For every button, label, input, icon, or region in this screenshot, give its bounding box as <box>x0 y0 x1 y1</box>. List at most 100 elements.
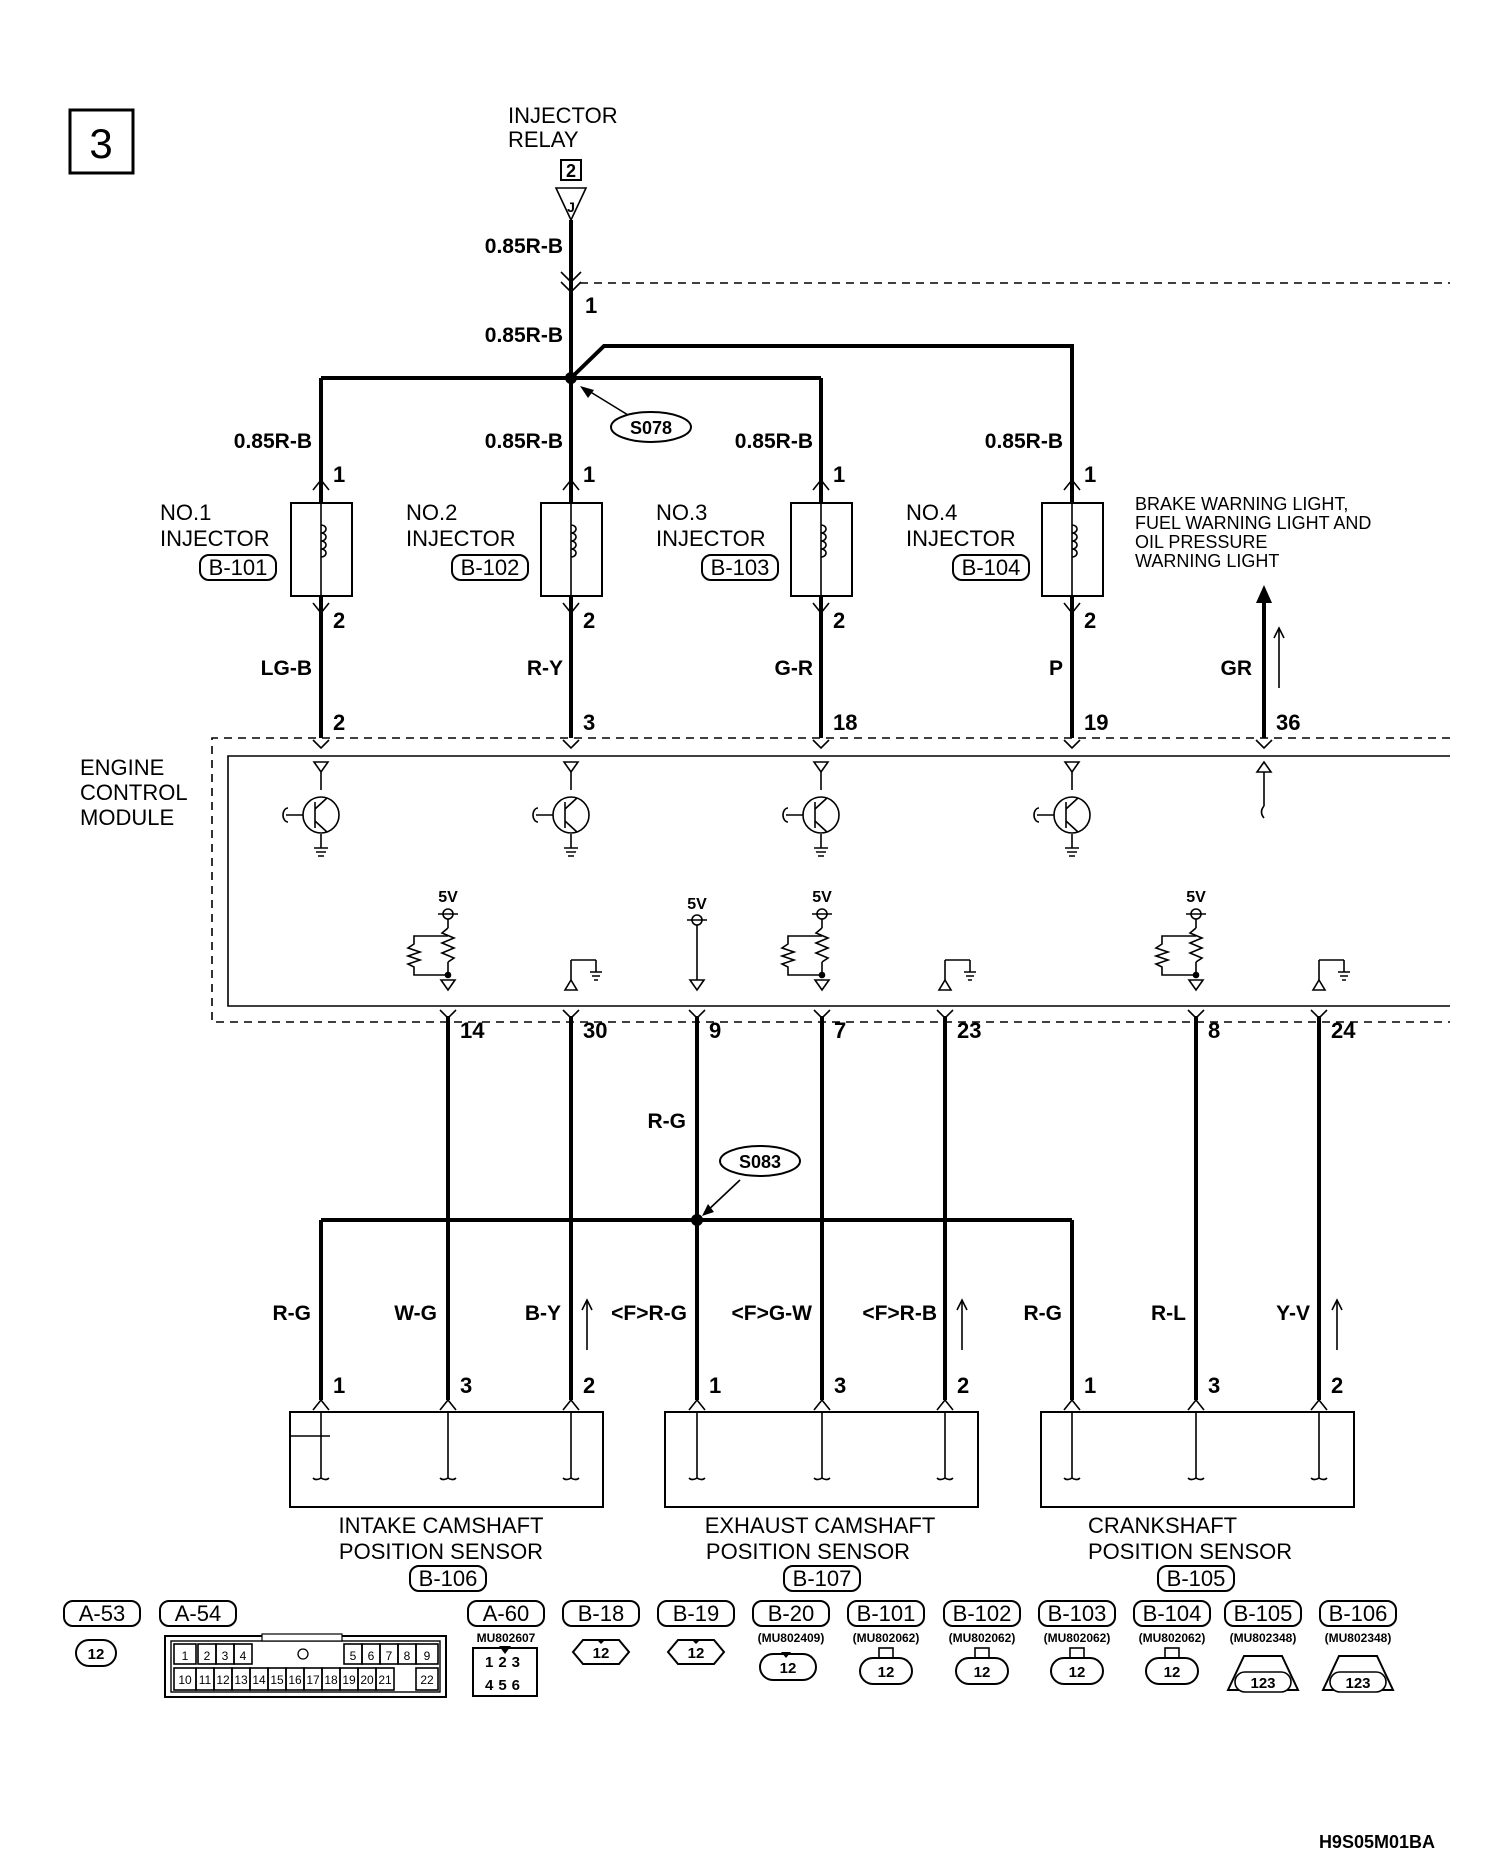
connector-b-18: B-18 12 <box>562 1600 640 1665</box>
injector-2-wire-out: R-Y <box>527 657 563 680</box>
a54-pin-17: 17 <box>306 1673 320 1687</box>
connector-b-104-pins: 12 <box>1164 1664 1181 1681</box>
sensor-1-line1: INTAKE CAMSHAFT <box>339 1513 544 1538</box>
injector-4-line1: NO.4 <box>906 500 957 525</box>
splice-s078-dot <box>565 372 577 384</box>
sensor-pin-5: 3 <box>834 1373 846 1398</box>
injector-2-pin-out: 2 <box>583 608 595 633</box>
connector-b-106-part: (MU802348) <box>1325 1631 1392 1645</box>
sensor-3-line2: POSITION SENSOR <box>1088 1539 1292 1564</box>
ecm-pin-8: 8 <box>1208 1018 1220 1043</box>
injector-3-line1: NO.3 <box>656 500 707 525</box>
sensor-wire-1: R-G <box>273 1302 312 1325</box>
wire-label-relay: 0.85R-B <box>485 235 563 258</box>
sensor-2-line1: EXHAUST CAMSHAFT <box>705 1513 936 1538</box>
injector-2-line1: NO.2 <box>406 500 457 525</box>
sensor-3-conn: B-105 <box>1167 1566 1226 1591</box>
sensor-pin-2: 3 <box>460 1373 472 1398</box>
ecm-sensor-circuits: 5V 5V 5V 5V <box>405 889 1350 992</box>
injector-3-wire-in: 0.85R-B <box>735 430 813 453</box>
splice-s083 <box>719 1145 801 1177</box>
ecm-pin-7: 7 <box>834 1018 846 1043</box>
sensor-wires: S083 R-G 14 30 9 7 23 8 24 R-G W-G B-Y <… <box>273 1009 1356 1411</box>
connector-b-101-code: B-101 <box>857 1601 916 1626</box>
a54-pin-15: 15 <box>270 1673 284 1687</box>
connector-b-103-code: B-103 <box>1048 1601 1107 1626</box>
a54-pin-8: 8 <box>404 1649 411 1663</box>
warning-line1: BRAKE WARNING LIGHT, <box>1135 494 1348 514</box>
connector-b-101-pins: 12 <box>878 1664 895 1681</box>
sensor-wire-3: B-Y <box>525 1302 561 1325</box>
wire-label-branch: 0.85R-B <box>485 324 563 347</box>
a54-pin-5: 5 <box>350 1649 357 1663</box>
sensor-1-line2: POSITION SENSOR <box>339 1539 543 1564</box>
injector-4: 0.85R-B 1 2 P 19 NO.4 INJECTOR B-104 <box>906 430 1108 738</box>
injector-2-pin-in: 1 <box>583 462 595 487</box>
injector-1-line2: INJECTOR <box>160 526 270 551</box>
a54-pin-3: 3 <box>222 1649 229 1663</box>
injector-3-line2: INJECTOR <box>656 526 766 551</box>
injector-1-conn: B-101 <box>209 555 268 580</box>
relay-title-line1: INJECTOR <box>508 103 618 128</box>
injector-4-conn: B-104 <box>962 555 1021 580</box>
warning-line4: WARNING LIGHT <box>1135 551 1279 571</box>
connector-b-104: B-104 (MU802062) 12 <box>1133 1600 1211 1685</box>
ecm-5v-pin8: 5V <box>1186 889 1206 906</box>
injector-4-line2: INJECTOR <box>906 526 1016 551</box>
relay-connector-symbol <box>554 187 588 222</box>
connector-b-106-pins: 123 <box>1345 1675 1370 1692</box>
connector-b-102-part: (MU802062) <box>949 1631 1016 1645</box>
ecm-pin-14: 14 <box>460 1018 485 1043</box>
injector-1-ecm-pin: 2 <box>333 710 345 735</box>
relay-pin-box <box>560 159 582 181</box>
injector-3-pin-out: 2 <box>833 608 845 633</box>
sensor-pin-8: 3 <box>1208 1373 1220 1398</box>
relay-title-line2: RELAY <box>508 127 579 152</box>
relay-connector-letter: J <box>567 199 575 215</box>
connector-a-60-row2: 456 <box>485 1677 525 1694</box>
warning-line3: OIL PRESSURE <box>1135 532 1267 552</box>
connector-b-103-pins: 12 <box>1069 1664 1086 1681</box>
connector-b-105-code: B-105 <box>1234 1601 1293 1626</box>
ecm-pin-9: 9 <box>709 1018 721 1043</box>
sensor-pin-7: 1 <box>1084 1373 1096 1398</box>
connector-b-102-pins: 12 <box>974 1664 991 1681</box>
a54-pin-18: 18 <box>324 1673 338 1687</box>
page-number-box <box>68 108 135 175</box>
ecm-5v-pin14: 5V <box>438 889 458 906</box>
a54-pin-11: 11 <box>199 1673 212 1687</box>
a54-pin-6: 6 <box>368 1649 375 1663</box>
ecm-5v-pin9: 5V <box>687 896 707 913</box>
injector-2-wire-in: 0.85R-B <box>485 430 563 453</box>
injector-2-line2: INJECTOR <box>406 526 516 551</box>
footer-code: H9S05M01BA <box>1319 1832 1435 1852</box>
sensor-boxes: INTAKE CAMSHAFT POSITION SENSOR B-106 EX… <box>289 1411 1355 1592</box>
connector-a-54: A-54 1 2 3 4 5 <box>159 1600 447 1698</box>
injector-4-wire-out: P <box>1049 657 1063 680</box>
injector-1-pin-out: 2 <box>333 608 345 633</box>
sensor-wire-2: W-G <box>394 1302 437 1325</box>
sensor-pin-1: 1 <box>333 1373 345 1398</box>
injector-3-pin-in: 1 <box>833 462 845 487</box>
pin-top-1: 1 <box>585 293 597 318</box>
connector-a-60-part: MU802607 <box>477 1631 536 1645</box>
relay-pin: 2 <box>566 161 576 181</box>
injector-2-conn: B-102 <box>461 555 520 580</box>
a54-pin-10: 10 <box>178 1673 192 1687</box>
ecm-line3: MODULE <box>80 805 174 830</box>
sensor-pin-4: 1 <box>709 1373 721 1398</box>
connector-a-60-code: A-60 <box>483 1601 529 1626</box>
ecm-line2: CONTROL <box>80 780 188 805</box>
injector-3-ecm-pin: 18 <box>833 710 857 735</box>
ecm-box: ENGINE CONTROL MODULE <box>80 737 1450 1023</box>
connector-b-103: B-103 (MU802062) 12 <box>1038 1600 1116 1685</box>
injector-3-wire-out: G-R <box>775 657 814 680</box>
sensor-pin-9: 2 <box>1331 1373 1343 1398</box>
sensor-wire-5: <F>G-W <box>731 1302 812 1325</box>
a54-pin-19: 19 <box>342 1673 356 1687</box>
injector-4-wire-in: 0.85R-B <box>985 430 1063 453</box>
a54-pin-2: 2 <box>204 1649 211 1663</box>
warning-light-output: BRAKE WARNING LIGHT, FUEL WARNING LIGHT … <box>1135 494 1371 738</box>
connector-b-101-part: (MU802062) <box>853 1631 920 1645</box>
